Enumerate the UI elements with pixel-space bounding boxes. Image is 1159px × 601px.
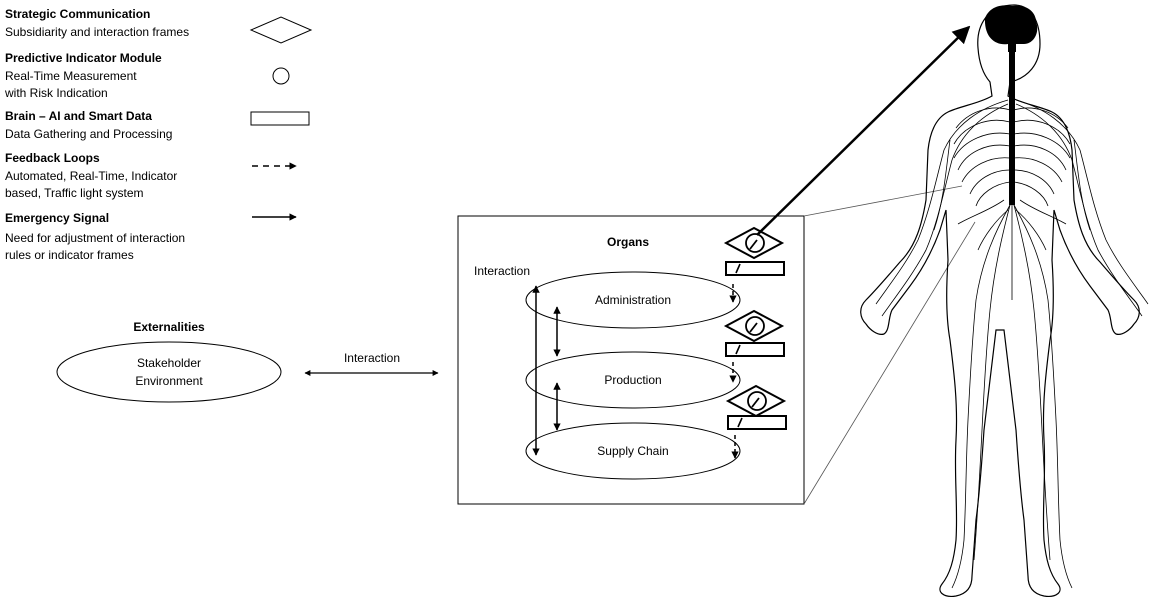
- organ-ellipse: [525, 351, 741, 409]
- legend-item-predictive-indicator-module: Predictive Indicator Module Real-Time Me…: [4, 51, 290, 100]
- legend-title: Feedback Loops: [5, 151, 100, 165]
- legend-desc: with Risk Indication: [4, 86, 108, 100]
- organs-interaction-label: Interaction: [474, 264, 530, 278]
- diamond-icon: [249, 16, 313, 44]
- leg-nerves: [951, 199, 1073, 589]
- rectangle-icon: [250, 111, 310, 126]
- zoom-line: [803, 221, 976, 505]
- arm-nerves: [875, 99, 1149, 317]
- organ-ellipse: [525, 271, 741, 329]
- circle-icon: [272, 67, 290, 85]
- legend-item-emergency-signal: Emergency Signal Need for adjustment of …: [5, 211, 297, 262]
- data-bar-icon: [725, 342, 785, 357]
- rib-nerves: [953, 107, 1071, 207]
- organs-title: Organs: [607, 235, 649, 249]
- legend-desc: based, Traffic light system: [5, 186, 144, 200]
- legend-item-brain-ai: Brain – AI and Smart Data Data Gathering…: [5, 109, 310, 141]
- legend-title: Predictive Indicator Module: [5, 51, 162, 65]
- data-bar-mark: [737, 417, 743, 428]
- legend-desc: Data Gathering and Processing: [5, 127, 172, 141]
- organ-administration: Administration: [525, 271, 741, 329]
- externalities-title: Externalities: [133, 320, 205, 334]
- legend-item-feedback-loops: Feedback Loops Automated, Real-Time, Ind…: [5, 151, 297, 200]
- emergency-signal-arrow: [756, 25, 971, 236]
- externalities-line: Environment: [135, 374, 203, 388]
- indicator-module-production: [723, 309, 785, 357]
- legend-desc: Automated, Real-Time, Indicator: [5, 169, 177, 183]
- legend: Strategic Communication Subsidiarity and…: [4, 7, 313, 262]
- brain-shape: [984, 5, 1038, 52]
- organ-label: Supply Chain: [597, 444, 668, 458]
- indicator-module-supply-chain: [725, 384, 787, 430]
- legend-title: Strategic Communication: [5, 7, 150, 21]
- gauge-needle: [751, 397, 760, 408]
- externalities: Externalities Stakeholder Environment: [56, 320, 282, 403]
- body-outline: [860, 4, 1140, 597]
- interaction-connector: Interaction: [304, 351, 439, 376]
- legend-desc: Subsidiarity and interaction frames: [5, 25, 189, 39]
- interaction-label: Interaction: [344, 351, 400, 365]
- legend-item-strategic-communication: Strategic Communication Subsidiarity and…: [5, 7, 313, 44]
- indicator-module-administration: [723, 226, 785, 276]
- organ-label: Production: [604, 373, 661, 387]
- organ-label: Administration: [595, 293, 671, 307]
- organ-supply-chain: Supply Chain: [525, 422, 741, 480]
- externalities-line: Stakeholder: [137, 356, 201, 370]
- data-bar-mark: [735, 344, 741, 355]
- legend-title: Brain – AI and Smart Data: [5, 109, 152, 123]
- organ-ellipse: [525, 422, 741, 480]
- legend-title: Emergency Signal: [5, 211, 109, 225]
- legend-desc: Real-Time Measurement: [5, 69, 137, 83]
- data-bar-icon: [725, 261, 785, 276]
- zoom-line: [803, 185, 963, 217]
- human-nervous-system-figure: [860, 4, 1149, 597]
- legend-desc: rules or indicator frames: [5, 248, 134, 262]
- gauge-needle: [749, 322, 758, 333]
- legend-desc: Need for adjustment of interaction: [5, 231, 185, 245]
- organs-box: [457, 215, 805, 505]
- data-bar-icon: [727, 415, 787, 430]
- organs-panel: Organs Interaction Administration Produc…: [457, 25, 971, 505]
- data-bar-mark: [735, 263, 741, 274]
- externalities-ellipse: [56, 341, 282, 403]
- gauge-needle: [749, 239, 758, 250]
- organ-production: Production: [525, 351, 741, 409]
